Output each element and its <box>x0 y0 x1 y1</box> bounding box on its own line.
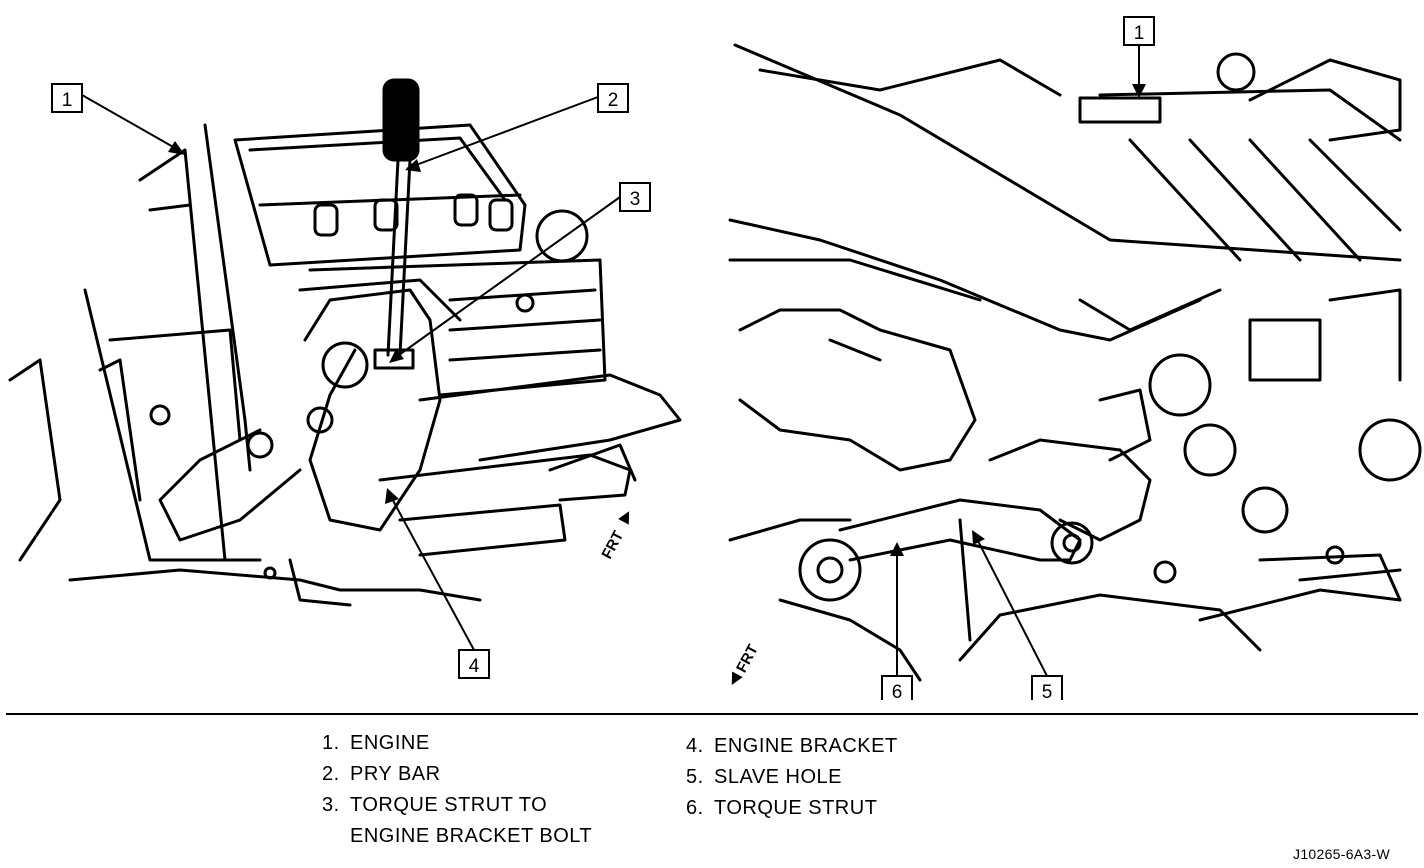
callout-box-left-4: 4 <box>458 649 490 679</box>
right-engine-drawing <box>728 43 1422 682</box>
legend-item-6: 6.TORQUE STRUT <box>686 797 878 819</box>
pry-bar <box>373 78 420 370</box>
frt-label: FRT <box>599 528 628 562</box>
callout-box-left-2: 2 <box>597 83 629 113</box>
callout-label: 4 <box>469 656 480 677</box>
frt-indicator-right: FRT <box>731 642 762 685</box>
left-engine-drawing <box>8 78 682 607</box>
legend-item-3: 3.TORQUE STRUT TO <box>322 794 548 816</box>
callout-box-right-1: 1 <box>1123 16 1155 46</box>
callout-label: 3 <box>630 189 641 210</box>
legend-item-2: 2.PRY BAR <box>322 763 441 785</box>
frt-indicator-left: FRT <box>599 511 630 562</box>
legend-item-3-continuation: ENGINE BRACKET BOLT <box>350 825 593 847</box>
callout-label: 1 <box>62 90 73 111</box>
callout-box-right-6: 6 <box>881 675 913 700</box>
legend-left-column: 1.ENGINE 2.PRY BAR 3.TORQUE STRUT TO ENG… <box>322 728 592 852</box>
legend-right-column: 4.ENGINE BRACKET 5.SLAVE HOLE 6.TORQUE S… <box>686 731 898 824</box>
callout-box-left-1: 1 <box>51 83 83 113</box>
callout-label: 6 <box>892 682 903 700</box>
torque-strut-left <box>158 428 302 542</box>
frt-label: FRT <box>733 642 762 676</box>
callout-label: 2 <box>608 90 619 111</box>
legend-item-4: 4.ENGINE BRACKET <box>686 735 898 757</box>
separator-line <box>6 713 1418 715</box>
right-leader-lines <box>896 44 1140 677</box>
figure-id: J10265-6A3-W <box>1293 846 1390 862</box>
callout-label: 1 <box>1134 23 1145 44</box>
legend-item-5: 5.SLAVE HOLE <box>686 766 843 788</box>
callout-label: 5 <box>1042 682 1053 700</box>
callout-box-right-5: 5 <box>1031 675 1063 700</box>
valve-cover <box>233 123 527 267</box>
engine-bracket <box>303 288 442 532</box>
illustration: 1 2 3 4 1 6 5 FRT FRT <box>8 16 1422 700</box>
legend-item-1: 1.ENGINE <box>322 732 430 754</box>
callout-box-left-3: 3 <box>619 182 651 212</box>
left-leader-lines <box>81 94 621 651</box>
